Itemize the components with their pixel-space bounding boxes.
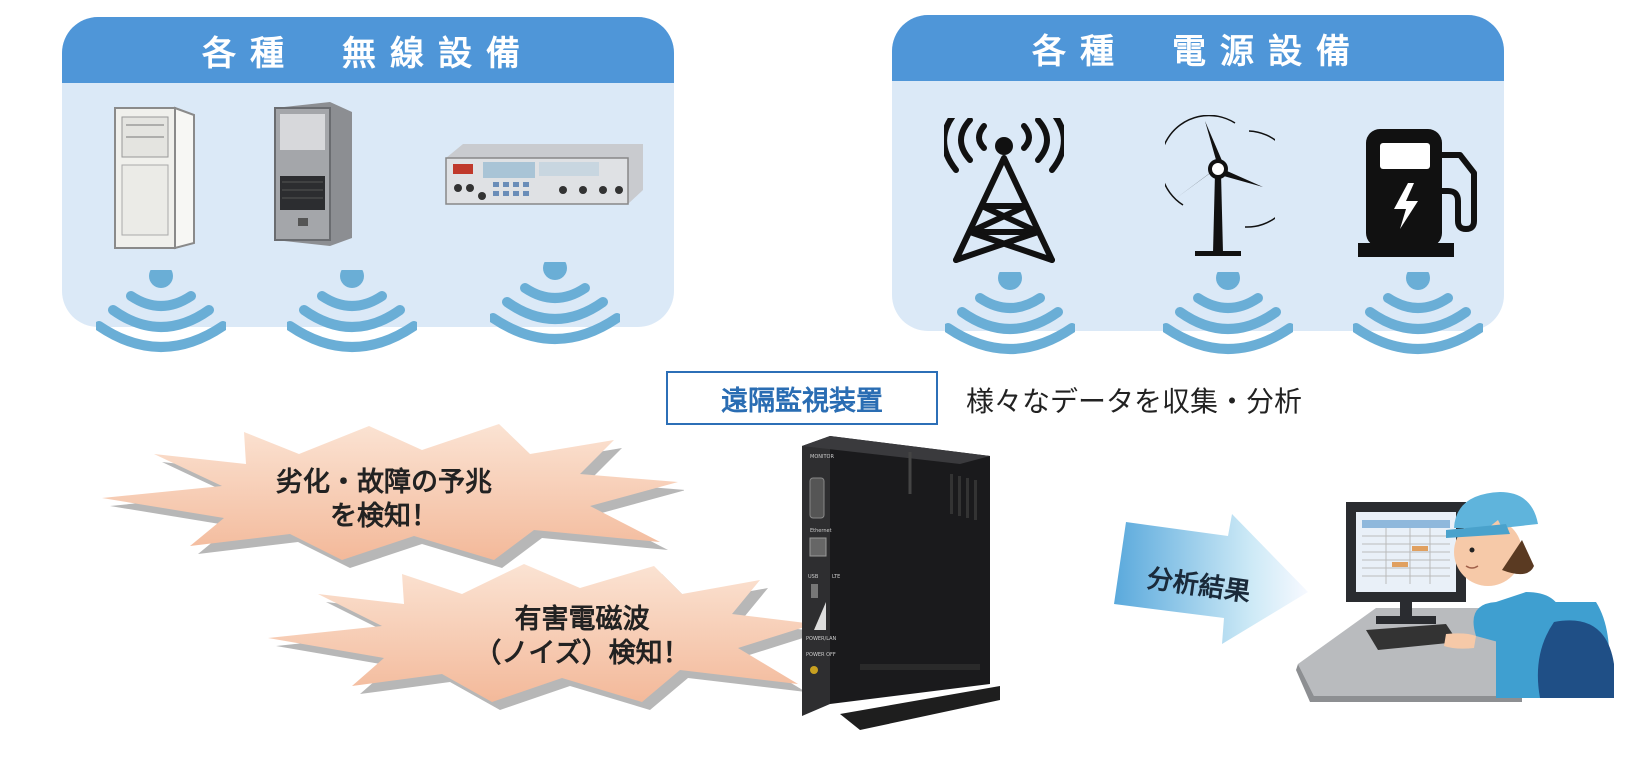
title-part-a: 各種 <box>202 33 298 74</box>
remote-monitoring-device-icon: MONITOR Ethernet USB LTE POWER/LAN POWER… <box>802 436 1000 730</box>
cabinet-rack-1-icon <box>114 106 195 250</box>
noise-alert-text: 有害電磁波 （ノイズ）検知！ <box>452 603 712 671</box>
wifi-signal-icon <box>490 262 620 362</box>
usb-port-label: USB <box>808 574 819 580</box>
wifi-signal-icon <box>945 272 1075 372</box>
power-lan-label: POWER/LAN <box>806 636 837 642</box>
title-part-b: 無線設備 <box>342 33 534 74</box>
lte-port-label: LTE <box>832 574 840 580</box>
degradation-alert-burst <box>102 424 684 568</box>
noise-alert-line1: 有害電磁波 <box>514 604 650 635</box>
operator-at-computer-icon <box>1296 492 1614 702</box>
degradation-alert-line2: を検知！ <box>330 501 438 532</box>
degradation-alert-text: 劣化・故障の予兆 を検知！ <box>264 466 504 534</box>
cabinet-rack-2-icon <box>274 102 352 246</box>
ethernet-port-label: Ethernet <box>810 528 832 534</box>
ev-charger-icon <box>1358 129 1477 257</box>
antenna-tower-icon <box>944 118 1064 263</box>
data-collection-label: 様々なデータを収集・分析 <box>966 385 1303 418</box>
power-equipment-title: 各種 電源設備 <box>892 15 1504 81</box>
wifi-signal-icon <box>1163 272 1293 372</box>
radio-transceiver-icon <box>445 144 643 205</box>
noise-alert-burst <box>268 564 822 710</box>
degradation-alert-line1: 劣化・故障の予兆 <box>276 467 492 498</box>
analysis-result-arrow <box>1114 514 1308 644</box>
wifi-signal-icon <box>96 270 226 370</box>
noise-alert-line2: （ノイズ）検知！ <box>474 638 690 669</box>
title-part-a: 各種 <box>1032 31 1128 72</box>
wind-turbine-icon <box>1165 115 1275 256</box>
remote-monitoring-device-label: 遠隔監視装置 <box>666 371 938 425</box>
power-off-label: POWER OFF <box>806 652 836 658</box>
wifi-signal-icon <box>287 270 417 370</box>
monitor-port-label: MONITOR <box>810 454 834 460</box>
title-part-b: 電源設備 <box>1172 31 1364 72</box>
radio-equipment-title: 各種 無線設備 <box>62 17 674 83</box>
wifi-signal-icon <box>1353 272 1483 372</box>
